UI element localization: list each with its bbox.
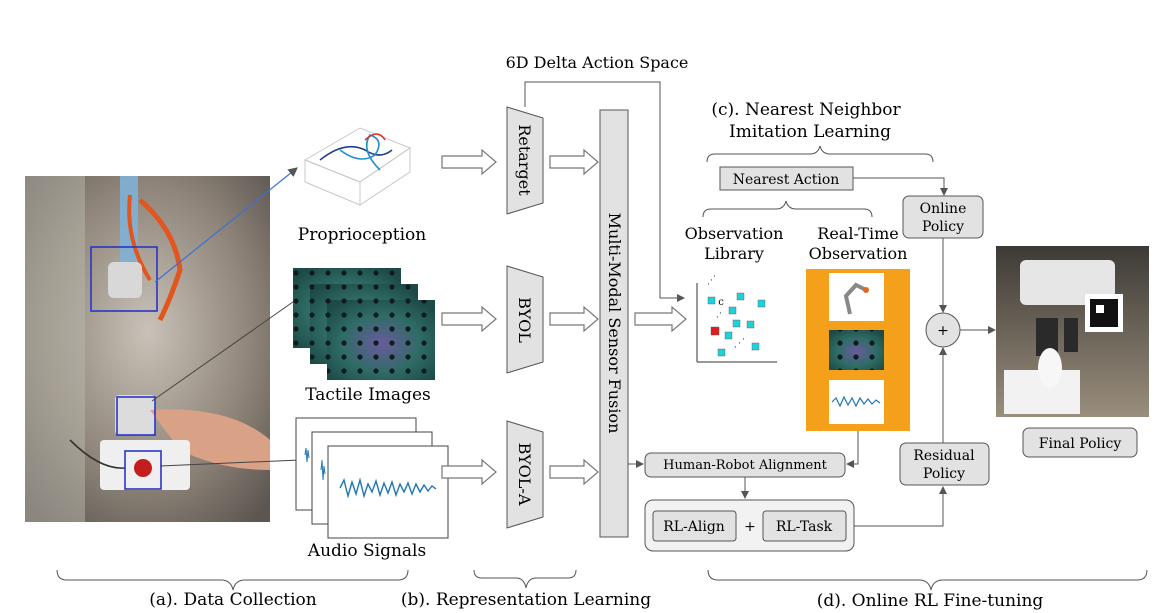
byol-encoder [506, 265, 544, 374]
byol-label: BYOL [515, 297, 534, 343]
online-policy-line1: Online [920, 201, 967, 217]
svg-text:·: · [719, 309, 722, 319]
rl-align-label: RL-Align [663, 519, 725, 535]
audio-signal-stack [295, 417, 449, 539]
rl-align-box [652, 510, 737, 542]
byol-a-label: BYOL-A [515, 443, 534, 506]
realtime-line2: Observation [809, 244, 908, 263]
brace-d [707, 569, 1148, 591]
action-space-path [524, 81, 685, 302]
library-scatter: · · · · · · · · [696, 272, 777, 363]
brace-b [473, 569, 577, 589]
proprioception-label: Proprioception [298, 225, 426, 245]
svg-text:·: · [713, 272, 716, 282]
final-policy-box [1022, 427, 1138, 458]
online-policy-line2: Policy [922, 219, 964, 235]
brace-a [56, 569, 409, 591]
fusion-label: Multi-Modal Sensor Fusion [605, 213, 624, 434]
residual-policy-line1: Residual [913, 448, 975, 464]
realtime-observation-panel [806, 269, 910, 431]
tactile-label: Tactile Images [305, 385, 430, 405]
retarget-encoder [506, 106, 544, 215]
retarget-label: Retarget [515, 124, 534, 196]
residual-policy-box [899, 442, 990, 486]
block-arrows [441, 148, 687, 486]
caption-a: (a). Data Collection [149, 590, 317, 610]
obs-library-line1: Observation [685, 224, 784, 243]
brace-obs [702, 200, 873, 218]
final-policy-label: Final Policy [1039, 436, 1122, 452]
svg-text:·: · [710, 276, 713, 286]
obs-library-line2: Library [704, 244, 764, 263]
data-collection-photo [25, 176, 270, 522]
svg-text:·: · [707, 280, 710, 290]
sum-node-label: + [937, 323, 949, 339]
alignment-label: Human-Robot Alignment [663, 458, 827, 473]
final-robot-photo [996, 246, 1149, 417]
rl-task-box [762, 510, 847, 542]
library-marker-label: c [718, 297, 724, 308]
audio-label: Audio Signals [307, 541, 426, 561]
section-c-line2: Imitation Learning [729, 122, 891, 142]
fusion-bar [599, 109, 629, 538]
rl-plus-label: + [744, 519, 756, 535]
nearest-action-label: Nearest Action [733, 172, 840, 188]
residual-policy-line2: Policy [923, 466, 965, 482]
svg-text:·: · [742, 335, 745, 345]
caption-b: (b). Representation Learning [401, 590, 651, 610]
brace-c [706, 145, 934, 163]
section-c-line1: (c). Nearest Neighbor [711, 100, 901, 120]
rl-task-label: RL-Task [776, 519, 833, 535]
svg-text:·: · [716, 313, 719, 323]
proprioception-plot [303, 127, 412, 206]
action-space-label: 6D Delta Action Space [506, 53, 689, 72]
byol-a-encoder [506, 420, 544, 529]
tactile-image-stack [293, 268, 435, 380]
realtime-line1: Real-Time [817, 224, 898, 243]
svg-text:·: · [738, 339, 741, 349]
svg-text:·: · [734, 343, 737, 353]
caption-d: (d). Online RL Fine-tuning [817, 591, 1044, 611]
nearest-to-online [853, 177, 948, 196]
